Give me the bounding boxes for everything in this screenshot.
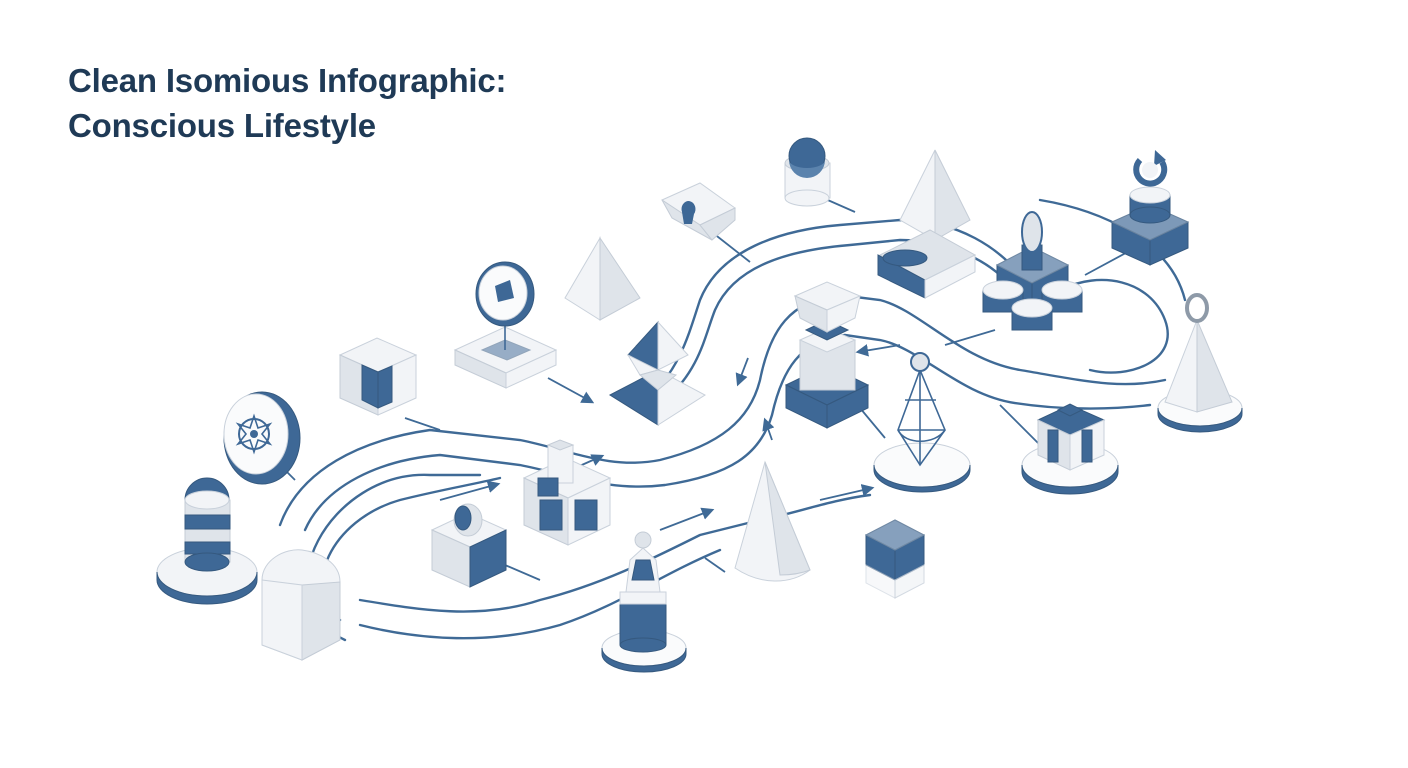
pyramid	[564, 236, 641, 321]
stacked-cylinder	[156, 477, 258, 605]
tall-cone	[734, 460, 811, 582]
connector-line	[704, 557, 726, 573]
open-crate	[522, 439, 612, 546]
globe-icon	[784, 137, 831, 207]
arrow-left-icon	[855, 344, 901, 357]
octahedron	[608, 320, 706, 426]
connector-line	[712, 232, 751, 263]
lightbulb-icon	[681, 201, 696, 224]
arrow-left-icon	[762, 417, 775, 441]
sync-block	[1110, 150, 1190, 266]
ring-block	[982, 211, 1083, 331]
box-on-disc	[1021, 403, 1119, 495]
leaf-icon	[495, 280, 514, 302]
ring-icon	[1021, 211, 1043, 253]
split-cube	[338, 337, 418, 416]
path-lane-inner	[303, 333, 1152, 532]
sign-pedestal	[453, 261, 558, 389]
wireframe-tower	[873, 352, 971, 493]
connector-line	[999, 404, 1041, 446]
path-bottom-2	[358, 548, 722, 640]
connector-line	[944, 329, 996, 346]
connector-line	[859, 407, 886, 439]
pentagon-prism	[261, 549, 341, 661]
connector-line	[404, 417, 441, 431]
path-lane-outer	[278, 293, 1167, 527]
arrow-left-icon	[735, 357, 749, 387]
large-pyramid	[877, 149, 977, 299]
arrow-right-icon	[439, 480, 501, 501]
striped-cone	[601, 531, 687, 673]
gear-icon	[223, 391, 301, 485]
arrow-right-icon	[659, 507, 715, 531]
ring-cone	[1157, 293, 1243, 433]
arrow-right-icon	[547, 377, 595, 404]
path-bottom-1	[358, 493, 872, 613]
stacked-blocks	[784, 281, 870, 429]
page-title: Clean Isomious Infographic: Conscious Li…	[68, 58, 507, 148]
lightbulb-block	[660, 182, 736, 241]
arrow-right-icon	[819, 484, 875, 501]
sync-icon	[1133, 150, 1168, 187]
path-right-loop	[1058, 278, 1169, 374]
title-line-2: Conscious Lifestyle	[68, 107, 376, 144]
sphere-cube	[430, 503, 508, 588]
title-line-1: Clean Isomious Infographic:	[68, 62, 507, 99]
path-upper-1	[648, 218, 1022, 397]
small-cube	[864, 519, 926, 599]
connector-line	[504, 564, 541, 581]
